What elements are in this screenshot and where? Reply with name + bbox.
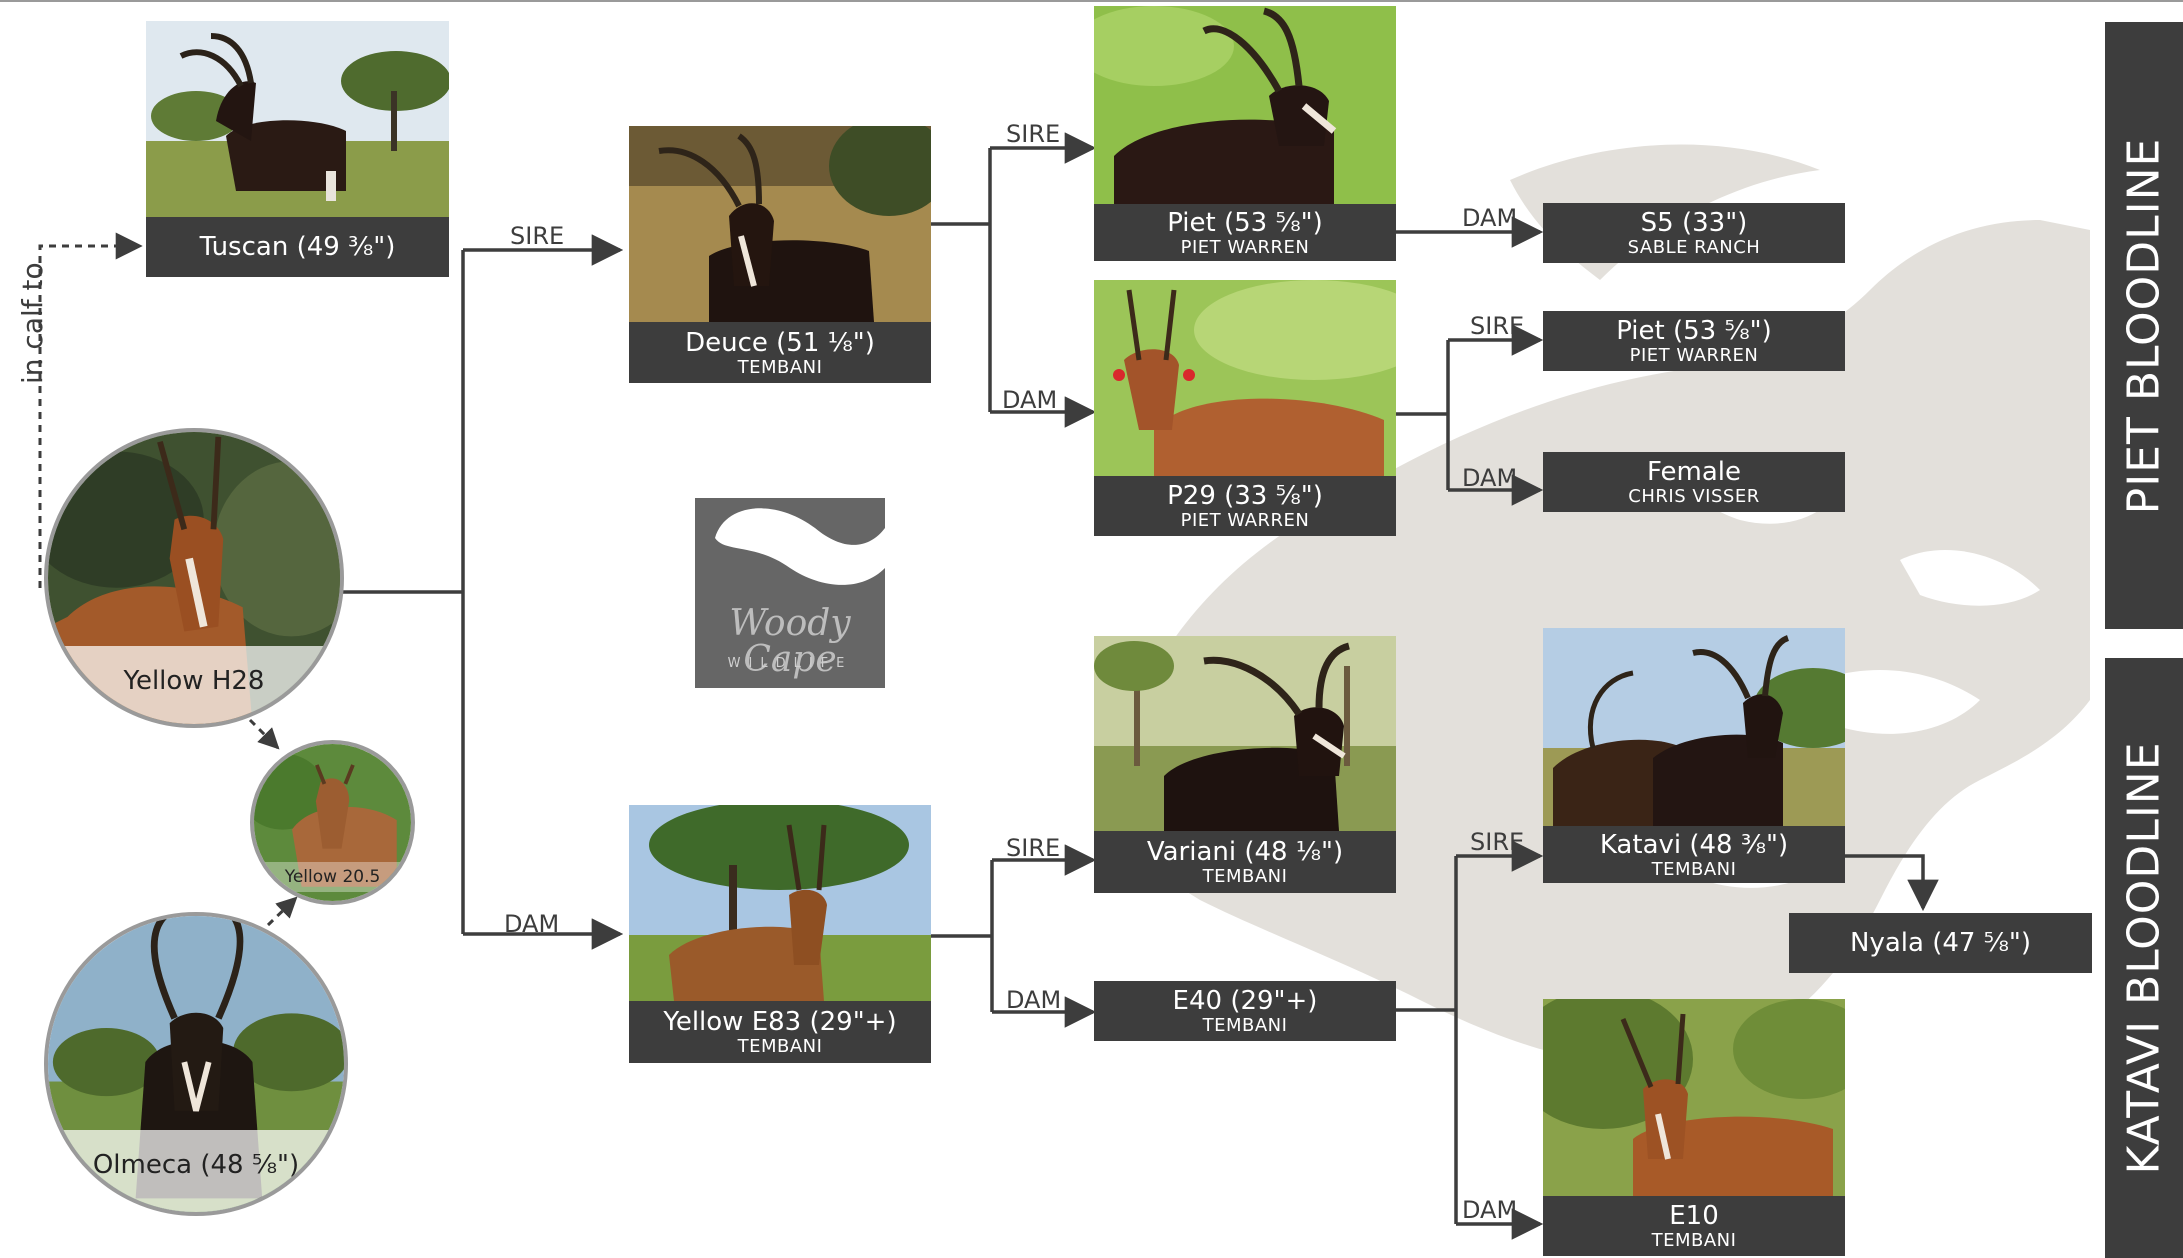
e40-card: E40 (29"+) TEMBANI <box>1094 981 1396 1041</box>
e10-breeder: TEMBANI <box>1651 1230 1737 1251</box>
piet2-breeder: PIET WARREN <box>1629 345 1759 366</box>
sire-piet-label: SIRE <box>1006 120 1061 148</box>
piet-bloodline-label: PIET BLOODLINE <box>2118 137 2170 514</box>
in-calf-to-label: in calf to <box>16 262 49 384</box>
logo-script-text: Woody Cape <box>729 603 851 680</box>
variani-photo <box>1094 636 1396 831</box>
e40-trunk-line <box>1396 856 1458 1224</box>
yellow-h28-name: Yellow H28 <box>48 646 340 724</box>
katavi-bloodline-label: KATAVI BLOODLINE <box>2118 741 2170 1175</box>
variani-label-bar: Variani (48 ¹⁄₈") TEMBANI <box>1094 831 1396 893</box>
olmeca-name: Olmeca (48 ⁵⁄₈") <box>48 1130 344 1212</box>
e10-card: E10 TEMBANI <box>1543 999 1845 1256</box>
p29-trunk-line <box>1396 340 1450 490</box>
deuce-card: Deuce (51 ¹⁄₈") TEMBANI <box>629 126 931 383</box>
katavi-breeder: TEMBANI <box>1651 858 1737 880</box>
s5-card: S5 (33") SABLE RANCH <box>1543 203 1845 263</box>
female-name: Female <box>1646 457 1741 487</box>
yellow-e83-breeder: TEMBANI <box>737 1036 823 1057</box>
s5-name: S5 (33") <box>1640 208 1748 238</box>
tuscan-name: Tuscan (49 ³⁄₈") <box>199 232 396 262</box>
female-label-bar: Female CHRIS VISSER <box>1543 452 1845 512</box>
piet-name: Piet (53 ⁵⁄₈") <box>1167 207 1323 238</box>
p29-photo <box>1094 280 1396 476</box>
yellow-20-5-name: Yellow 20.5 <box>254 862 411 892</box>
variani-breeder: TEMBANI <box>1202 866 1288 887</box>
s5-label-bar: S5 (33") SABLE RANCH <box>1543 203 1845 263</box>
piet-breeder: PIET WARREN <box>1180 236 1310 258</box>
yellow-e83-name: Yellow E83 (29"+) <box>663 1007 897 1037</box>
yellow-20-5-portrait: Yellow 20.5 <box>250 740 415 905</box>
piet2-label-bar: Piet (53 ⁵⁄₈") PIET WARREN <box>1543 311 1845 371</box>
h28-trunk-line <box>343 250 465 934</box>
logo-wildlife-text: WILDLIFE <box>727 656 853 671</box>
deuce-photo <box>629 126 931 322</box>
woody-cape-logo: Woody Cape WILDLIFE <box>695 498 885 688</box>
p29-name: P29 (33 ⁵⁄₈") <box>1167 481 1323 511</box>
nyala-label-bar: Nyala (47 ⁵⁄₈") <box>1789 913 2092 973</box>
e10-label-bar: E10 TEMBANI <box>1543 1196 1845 1256</box>
piet-bloodline-panel: PIET BLOODLINE <box>2105 22 2183 629</box>
katavi-label-bar: Katavi (48 ³⁄₈") TEMBANI <box>1543 826 1845 883</box>
katavi-photo <box>1543 628 1845 826</box>
sire-variani-label: SIRE <box>1006 834 1061 862</box>
h28-to-20-5-dashed <box>248 718 280 750</box>
yellow-h28-portrait: Yellow H28 <box>44 428 344 728</box>
piet-card: Piet (53 ⁵⁄₈") PIET WARREN <box>1094 6 1396 261</box>
deuce-label-bar: Deuce (51 ¹⁄₈") TEMBANI <box>629 322 931 383</box>
tuscan-photo <box>146 21 449 217</box>
yellow-e83-label-bar: Yellow E83 (29"+) TEMBANI <box>629 1001 931 1063</box>
deuce-trunk-line <box>930 148 992 412</box>
dam-p29-label: DAM <box>1002 386 1058 414</box>
nyala-card: Nyala (47 ⁵⁄₈") <box>1789 913 2092 973</box>
e10-name: E10 <box>1669 1201 1719 1231</box>
e40-breeder: TEMBANI <box>1202 1015 1288 1036</box>
variani-card: Variani (48 ¹⁄₈") TEMBANI <box>1094 636 1396 893</box>
in-calf-dashed-line <box>38 232 143 588</box>
piet-label-bar: Piet (53 ⁵⁄₈") PIET WARREN <box>1094 204 1396 261</box>
e40-name: E40 (29"+) <box>1172 986 1318 1016</box>
dam-s5-label: DAM <box>1462 204 1518 232</box>
nyala-name: Nyala (47 ⁵⁄₈") <box>1850 928 2031 958</box>
yellow-e83-card: Yellow E83 (29"+) TEMBANI <box>629 805 931 1063</box>
top-rule <box>0 0 2183 2</box>
dam-e10-label: DAM <box>1462 1196 1518 1224</box>
p29-card: P29 (33 ⁵⁄₈") PIET WARREN <box>1094 280 1396 536</box>
katavi-name: Katavi (48 ³⁄₈") <box>1599 829 1789 860</box>
dam-female-label: DAM <box>1462 464 1518 492</box>
e40-label-bar: E40 (29"+) TEMBANI <box>1094 981 1396 1041</box>
yellow-e83-photo <box>629 805 931 1001</box>
s5-breeder: SABLE RANCH <box>1627 237 1761 258</box>
e83-trunk-line <box>930 860 994 1012</box>
p29-label-bar: P29 (33 ⁵⁄₈") PIET WARREN <box>1094 476 1396 536</box>
female-breeder: CHRIS VISSER <box>1628 486 1760 507</box>
olmeca-portrait: Olmeca (48 ⁵⁄₈") <box>44 912 348 1216</box>
e10-photo <box>1543 999 1845 1196</box>
variani-name: Variani (48 ¹⁄₈") <box>1146 837 1344 867</box>
olmeca-to-20-5-dashed <box>266 896 298 927</box>
deuce-breeder: TEMBANI <box>737 356 823 378</box>
female-card: Female CHRIS VISSER <box>1543 452 1845 512</box>
dam-e83-label: DAM <box>504 910 560 938</box>
katavi-bloodline-panel: KATAVI BLOODLINE <box>2105 658 2183 1258</box>
tuscan-label-bar: Tuscan (49 ³⁄₈") <box>146 217 449 277</box>
tuscan-card: Tuscan (49 ³⁄₈") <box>146 21 449 277</box>
katavi-card: Katavi (48 ³⁄₈") TEMBANI <box>1543 628 1845 883</box>
piet-photo <box>1094 6 1396 204</box>
p29-breeder: PIET WARREN <box>1180 510 1310 531</box>
dam-e40-label: DAM <box>1006 986 1062 1014</box>
sire-piet2-label: SIRE <box>1470 312 1525 340</box>
sire-deuce-label: SIRE <box>510 222 565 250</box>
deuce-name: Deuce (51 ¹⁄₈") <box>685 327 875 358</box>
katavi-nyala-line <box>1845 854 1939 912</box>
piet2-name: Piet (53 ⁵⁄₈") <box>1616 316 1772 346</box>
sire-katavi-label: SIRE <box>1470 828 1525 856</box>
piet2-card: Piet (53 ⁵⁄₈") PIET WARREN <box>1543 311 1845 371</box>
